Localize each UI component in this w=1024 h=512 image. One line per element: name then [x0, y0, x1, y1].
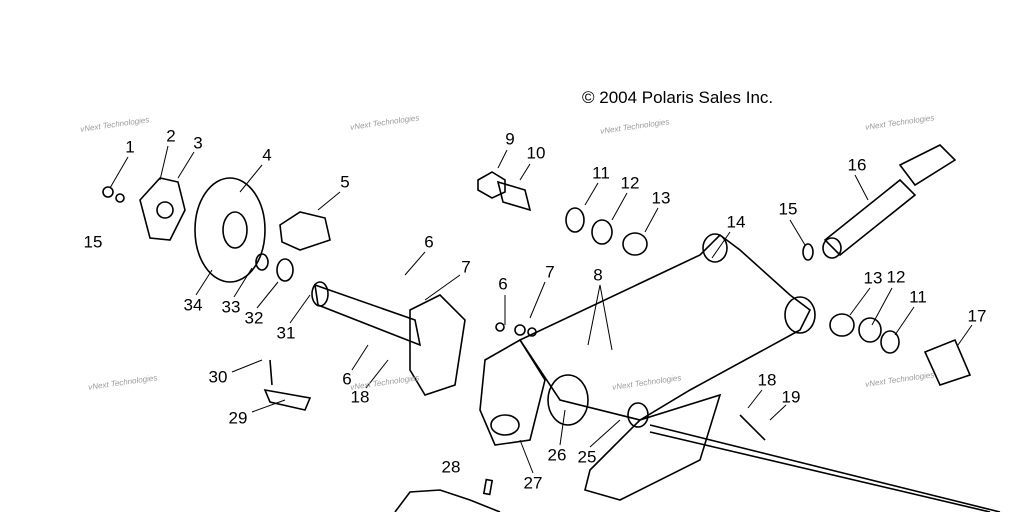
callout-11: 11 — [909, 287, 927, 307]
callout-34: 34 — [183, 295, 203, 315]
bearing-parts — [477, 144, 972, 441]
callout-19: 19 — [781, 387, 801, 407]
callout-30: 30 — [208, 367, 228, 387]
callout-16: 16 — [847, 155, 867, 175]
callout-7: 7 — [545, 262, 555, 282]
callout-27: 27 — [523, 473, 543, 493]
callout-15: 15 — [83, 232, 103, 252]
callout-3: 3 — [193, 133, 203, 153]
callout-31: 31 — [276, 323, 296, 343]
callout-32: 32 — [244, 308, 264, 328]
callout-12: 12 — [620, 173, 640, 193]
callout-1: 1 — [125, 137, 135, 157]
callout-11: 11 — [592, 163, 610, 183]
callout-6: 6 — [424, 232, 434, 252]
callout-2: 2 — [166, 126, 176, 146]
callout-9: 9 — [505, 129, 515, 149]
callout-28: 28 — [441, 457, 461, 477]
callout-4: 4 — [262, 145, 272, 165]
callout-10: 10 — [526, 143, 546, 163]
copyright-notice: © 2004 Polaris Sales Inc. — [582, 88, 774, 107]
callout-5: 5 — [340, 172, 350, 192]
callout-17: 17 — [967, 306, 987, 326]
callout-33: 33 — [221, 297, 241, 317]
swing-arm — [394, 233, 1001, 512]
callout-15: 15 — [778, 199, 798, 219]
callout-8: 8 — [593, 265, 603, 285]
callout-14: 14 — [726, 212, 746, 232]
callout-6: 6 — [498, 274, 508, 294]
callout-29: 29 — [228, 408, 248, 428]
callout-7: 7 — [461, 257, 471, 277]
callout-13: 13 — [651, 188, 671, 208]
hub-assembly — [102, 177, 294, 283]
callout-26: 26 — [547, 445, 567, 465]
callout-13: 13 — [863, 268, 883, 288]
callout-6: 6 — [342, 369, 352, 389]
callout-12: 12 — [886, 267, 906, 287]
callout-18: 18 — [350, 387, 370, 407]
callout-25: 25 — [577, 447, 597, 467]
caliper-and-housing — [263, 211, 466, 411]
callout-18: 18 — [757, 370, 777, 390]
